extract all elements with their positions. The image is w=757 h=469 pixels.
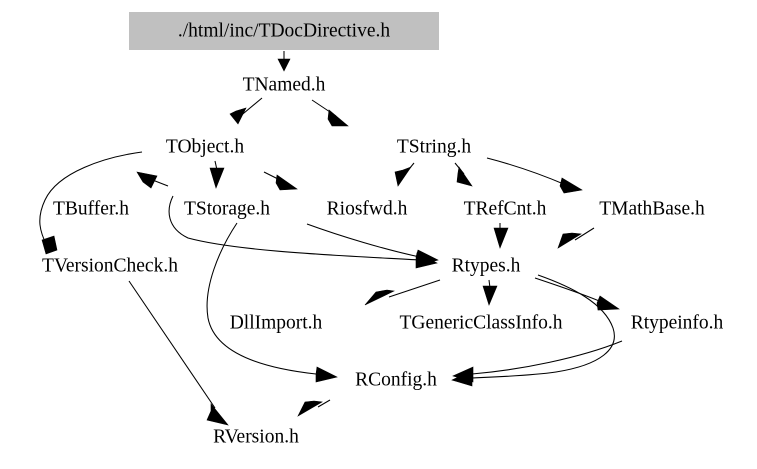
edge-tobject-to-riosfwd bbox=[263, 171, 298, 191]
node-tgenericclassinfo-label[interactable]: TGenericClassInfo.h bbox=[400, 312, 563, 333]
edge-tstring-to-tmathbase bbox=[486, 157, 583, 194]
edge-tstring-to-trefcnt bbox=[454, 162, 473, 187]
edge-tobject-to-tversioncheck bbox=[39, 151, 143, 255]
node-riosfwd-label[interactable]: Riosfwd.h bbox=[327, 198, 408, 219]
edge-tstorage-to-rconfig bbox=[206, 222, 338, 383]
node-rversion-label[interactable]: RVersion.h bbox=[213, 426, 299, 447]
node-tstring-label[interactable]: TString.h bbox=[397, 136, 471, 157]
node-root-label[interactable]: ./html/inc/TDocDirective.h bbox=[178, 20, 391, 41]
node-tobject-label[interactable]: TObject.h bbox=[166, 136, 244, 157]
edge-rconfig-to-rversion bbox=[297, 399, 331, 417]
node-tversioncheck-label[interactable]: TVersionCheck.h bbox=[42, 255, 178, 276]
edge-tnamed-to-tobject bbox=[229, 97, 263, 125]
edge-tnamed-to-tstring bbox=[311, 99, 349, 127]
edge-rtypes-to-tgenericclassinfo bbox=[482, 279, 498, 306]
edge-tstring-to-riosfwd bbox=[394, 162, 415, 187]
edge-root-to-tnamed bbox=[277, 51, 291, 72]
edge-rtypeinfo-to-rconfig bbox=[452, 340, 623, 383]
node-rconfig-label[interactable]: RConfig.h bbox=[355, 369, 437, 390]
edge-tversioncheck-to-rversion bbox=[128, 280, 229, 426]
node-tstorage-label[interactable]: TStorage.h bbox=[184, 198, 270, 219]
edge-rtypes-to-rtypeinfo bbox=[534, 277, 620, 311]
node-rtypeinfo-label[interactable]: Rtypeinfo.h bbox=[631, 312, 724, 333]
edge-rtypes-to-dllimport bbox=[364, 279, 441, 306]
edge-tmathbase-to-rtypes bbox=[557, 227, 595, 249]
root-node-highlight bbox=[129, 12, 439, 50]
edge-tobject-to-tstorage bbox=[209, 160, 225, 189]
node-dllimport-label[interactable]: DllImport.h bbox=[230, 312, 323, 333]
edge-riosfwd-to-rtypes bbox=[306, 223, 439, 267]
node-tbuffer-label[interactable]: TBuffer.h bbox=[53, 198, 129, 219]
node-tmathbase-label[interactable]: TMathBase.h bbox=[599, 198, 705, 219]
edge-tobject-to-tbuffer bbox=[136, 171, 169, 189]
root-node-background bbox=[129, 12, 439, 50]
node-trefcnt-label[interactable]: TRefCnt.h bbox=[464, 198, 547, 219]
node-rtypes-label[interactable]: Rtypes.h bbox=[452, 255, 521, 276]
edge-trefcnt-to-rtypes bbox=[493, 223, 509, 249]
node-tnamed-label[interactable]: TNamed.h bbox=[243, 74, 326, 95]
